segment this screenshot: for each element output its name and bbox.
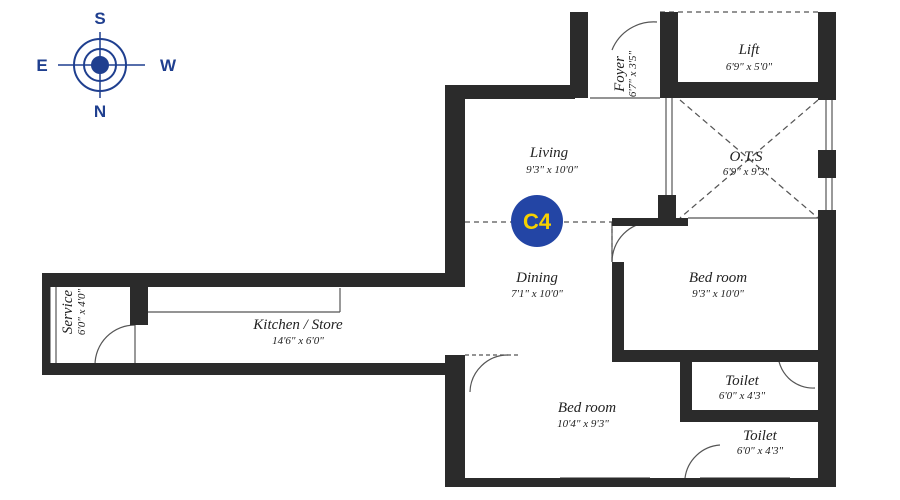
compass: S E W N <box>36 9 177 121</box>
living-name: Living <box>529 145 569 161</box>
compass-label-right: W <box>160 56 177 75</box>
compass-label-bottom: N <box>94 102 106 121</box>
toilet2-door-arc <box>684 444 721 479</box>
bedroom1-door-arc <box>611 221 653 263</box>
dining-name: Dining <box>515 270 558 286</box>
compass-center-dot <box>91 56 109 74</box>
bedroom1-name: Bed room <box>689 270 747 286</box>
toilet1-dims: 6'0" x 4'3" <box>719 390 766 402</box>
interior-lines <box>49 11 833 479</box>
living-dims: 9'3" x 10'0" <box>526 164 578 176</box>
bedroom2-dims: 10'4" x 9'3" <box>557 418 609 430</box>
kitchen-door-arc <box>94 324 136 366</box>
bedroom2-door-arc <box>469 354 509 393</box>
dining-dims: 7'1" x 10'0" <box>511 288 563 300</box>
ots-cross-line-b <box>679 99 819 219</box>
foyer-name: Foyer <box>612 56 628 93</box>
door-swings <box>94 21 816 479</box>
kitchen-name: Kitchen / Store <box>252 317 343 333</box>
toilet2-name: Toilet <box>743 428 777 444</box>
lift-name: Lift <box>738 42 761 58</box>
service-label: Service 6'0" x 4'0" <box>60 288 88 335</box>
bedroom1-dims: 9'3" x 10'0" <box>692 288 744 300</box>
compass-inner-ring <box>83 48 117 82</box>
service-name: Service <box>60 290 76 334</box>
unit-badge-label: C4 <box>523 209 552 234</box>
walls <box>42 12 836 487</box>
ots-dims: 6'9" x 9'3" <box>723 166 770 178</box>
toilet1-name: Toilet <box>725 373 759 389</box>
compass-label-left: E <box>36 56 47 75</box>
toilet2-dims: 6'0" x 4'3" <box>737 445 784 457</box>
service-dims: 6'0" x 4'0" <box>76 288 88 335</box>
compass-label-top: S <box>94 9 105 28</box>
foyer-label: Foyer 6'7" x 3'5" <box>612 50 639 97</box>
foyer-dims: 6'7" x 3'5" <box>627 50 639 97</box>
compass-outer-ring <box>73 38 127 92</box>
lift-dims: 6'9" x 5'0" <box>726 61 773 73</box>
unit-badge-circle <box>511 195 563 247</box>
unit-badge: C4 <box>511 195 563 247</box>
foyer-door-arc <box>611 21 658 51</box>
room-labels: Lift 6'9" x 5'0" Foyer 6'7" x 3'5" Livin… <box>60 42 784 457</box>
bedroom2-name: Bed room <box>558 400 616 416</box>
ots-name: O.T.S <box>729 149 763 165</box>
kitchen-dims: 14'6" x 6'0" <box>272 335 324 347</box>
